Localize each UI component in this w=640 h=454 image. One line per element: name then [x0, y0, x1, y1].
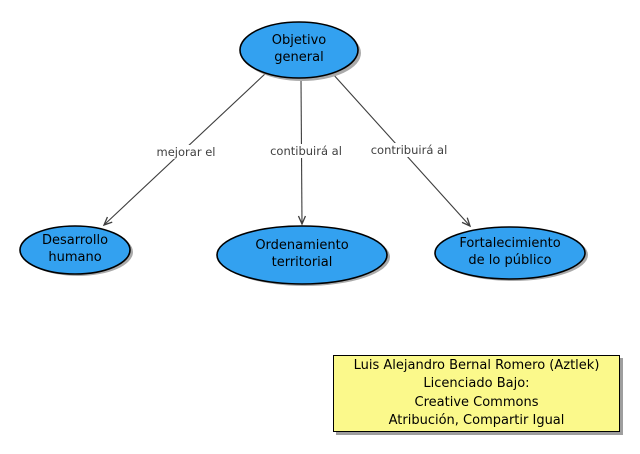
license-note-line: Creative Commons: [414, 394, 539, 410]
license-note: Luis Alejandro Bernal Romero (Aztlek) Li…: [333, 355, 620, 432]
node-fortalecimiento-label: Fortalecimiento de lo público: [459, 236, 561, 268]
node-ordenamiento-label: Ordenamiento territorial: [255, 238, 349, 270]
node-ordenamiento-ellipse: [216, 225, 388, 285]
license-note-line: Licenciado Bajo:: [423, 376, 530, 392]
node-objetivo-label: Objetivo general: [271, 33, 327, 65]
node-objetivo-ellipse: [239, 21, 359, 79]
license-note-author: Luis Alejandro Bernal Romero (Aztlek): [353, 357, 600, 373]
node-desarrollo-ellipse: [19, 225, 131, 275]
edge-label-contibuira-al: contibuirá al: [267, 144, 345, 158]
edge-label-contribuira-al: contribuirá al: [367, 143, 451, 157]
node-fortalecimiento-ellipse: [434, 226, 586, 280]
license-note-line: Atribución, Compartir Igual: [388, 412, 565, 428]
edge-label-mejorar-el: mejorar el: [153, 145, 219, 159]
node-desarrollo-label: Desarrollo humano: [41, 233, 109, 265]
